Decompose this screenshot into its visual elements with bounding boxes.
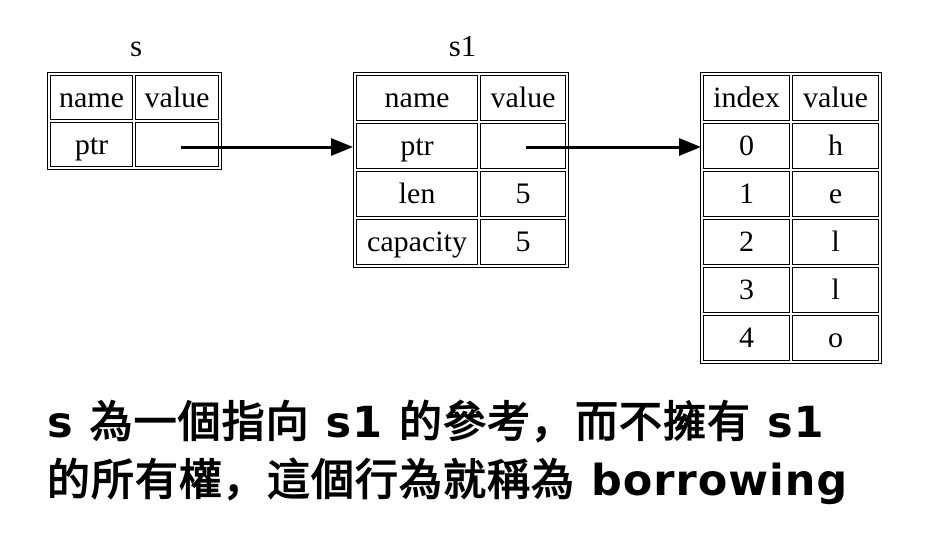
table-heap-cell-3-index: 3 <box>703 267 790 313</box>
arrow-s-to-s1-head-icon <box>331 138 353 156</box>
table-heap-header-row: index value <box>703 75 879 121</box>
table-s-header-name: name <box>50 75 133 120</box>
table-heap-header-value: value <box>792 75 879 121</box>
arrow-s1-to-heap-head-icon <box>679 138 701 156</box>
table-heap-cell-2-index: 2 <box>703 219 790 265</box>
table-s-header-row: name value <box>50 75 219 120</box>
caption-line-1: s 為一個指向 s1 的參考，而不擁有 s1 <box>47 398 825 448</box>
table-heap-cell-3-value: l <box>792 267 879 313</box>
table-heap-cell-0-value: h <box>792 123 879 169</box>
table-s1-cell-capacity-value: 5 <box>480 219 566 265</box>
table-s1-cell-len-value: 5 <box>480 171 566 217</box>
table-s: name value ptr <box>47 72 222 170</box>
table-s1-cell-len-name: len <box>356 171 478 217</box>
table-heap-cell-1-value: e <box>792 171 879 217</box>
table-s-cell-ptr-name: ptr <box>50 122 133 167</box>
table-heap-row-0: 0 h <box>703 123 879 169</box>
table-s-title: s <box>129 28 143 63</box>
table-heap-row-4: 4 o <box>703 315 879 361</box>
table-heap: index value 0 h 1 e 2 l 3 l 4 o <box>700 72 882 364</box>
table-s1-title: s1 <box>448 28 477 63</box>
table-s1: name value ptr len 5 capacity 5 <box>353 72 569 268</box>
arrow-s-to-s1-line <box>181 146 333 149</box>
table-s1-header-row: name value <box>356 75 566 121</box>
table-s-header-value: value <box>135 75 219 120</box>
table-heap-row-1: 1 e <box>703 171 879 217</box>
table-s-row-ptr: ptr <box>50 122 219 167</box>
table-heap-cell-1-index: 1 <box>703 171 790 217</box>
table-s1-row-len: len 5 <box>356 171 566 217</box>
table-s-cell-ptr-value <box>135 122 219 167</box>
arrow-s1-to-heap-line <box>526 146 680 149</box>
caption: s 為一個指向 s1 的參考，而不擁有 s1 的所有權，這個行為就稱為 borr… <box>47 394 907 510</box>
table-s1-header-value: value <box>480 75 566 121</box>
table-s1-header-name: name <box>356 75 478 121</box>
table-s1-cell-capacity-name: capacity <box>356 219 478 265</box>
table-heap-header-index: index <box>703 75 790 121</box>
table-heap-cell-4-value: o <box>792 315 879 361</box>
table-heap-row-3: 3 l <box>703 267 879 313</box>
table-heap-cell-0-index: 0 <box>703 123 790 169</box>
table-s1-cell-ptr-name: ptr <box>356 123 478 169</box>
table-s1-row-capacity: capacity 5 <box>356 219 566 265</box>
table-heap-cell-4-index: 4 <box>703 315 790 361</box>
table-heap-row-2: 2 l <box>703 219 879 265</box>
caption-line-2: 的所有權，這個行為就稱為 borrowing <box>47 456 849 506</box>
table-heap-cell-2-value: l <box>792 219 879 265</box>
